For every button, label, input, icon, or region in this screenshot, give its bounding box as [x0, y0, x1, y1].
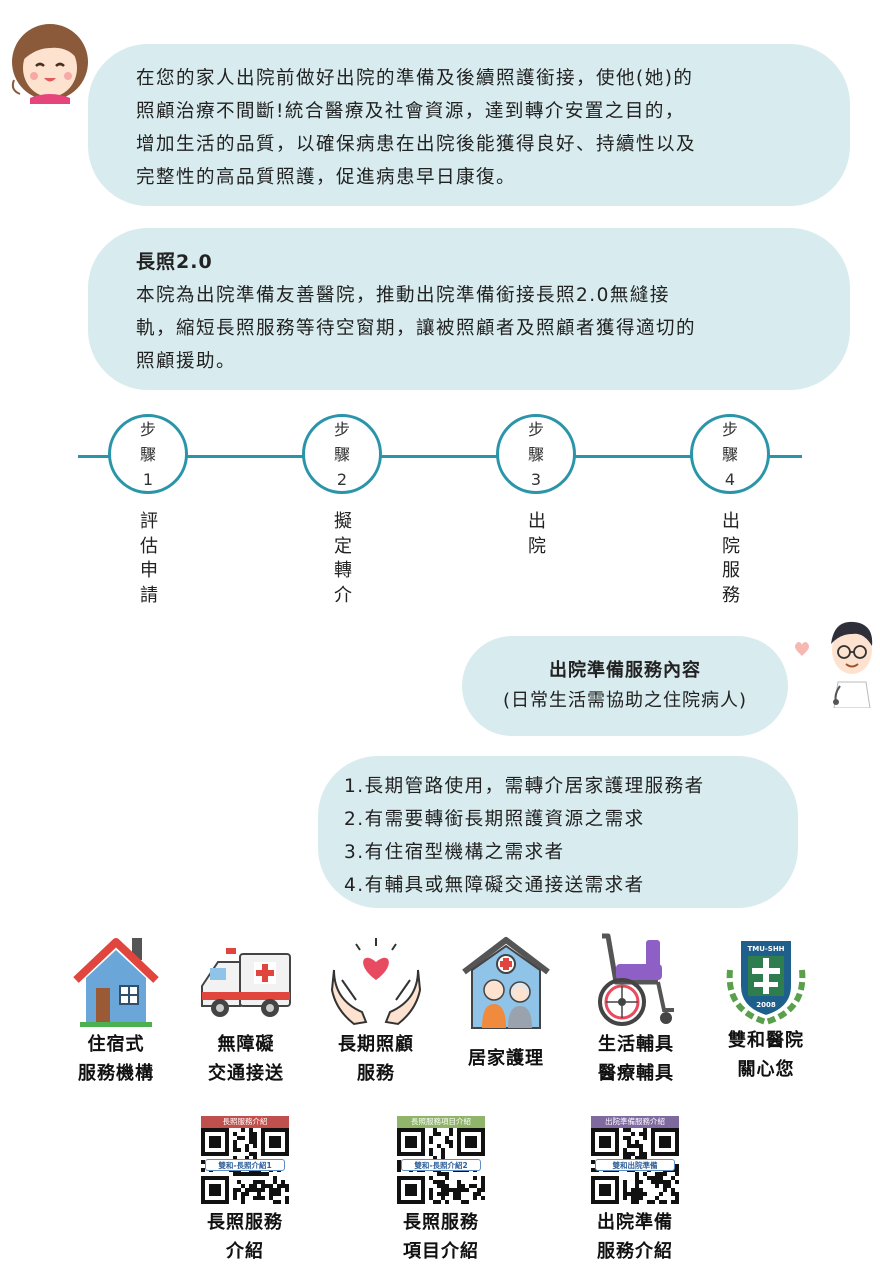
step-word: 驟	[721, 444, 738, 464]
criteria-item: 1.長期管路使用，需轉介居家護理服務者	[344, 776, 705, 797]
step-number: 4	[724, 469, 736, 489]
criteria-item: 4.有輔具或無障礙交通接送需求者	[344, 875, 645, 896]
step-word: 步	[139, 419, 156, 439]
qr-discharge-prep[interactable]: 出院準備服務介紹 雙和出院準備 出院準備 服務介紹	[570, 1116, 700, 1266]
doctor-avatar-icon	[795, 621, 873, 708]
ambulance-icon	[201, 948, 291, 1017]
qr-ltc-items[interactable]: 長照服務項目介紹 雙和-長照介紹2 長照服務 項目介紹	[376, 1116, 506, 1266]
service-label: 雙和醫院	[728, 1030, 804, 1051]
step-number: 1	[142, 469, 154, 489]
hospital-emblem: TMU-SHH 2008 雙和醫院 關心您	[706, 930, 826, 1084]
qr-header: 長照服務介紹	[201, 1116, 289, 1128]
service-assistive-devices: 生活輔具 醫療輔具	[576, 930, 696, 1088]
step-4-label: 出院服務	[722, 511, 740, 606]
step-4-circle: 步 驟 4	[690, 414, 770, 494]
step-number: 3	[530, 469, 542, 489]
step-3-circle: 步 驟 3	[496, 414, 576, 494]
qr-header: 出院準備服務介紹	[591, 1116, 679, 1128]
service-home-nursing: 居家護理	[446, 930, 566, 1073]
qr-label: 長照服務	[207, 1212, 283, 1233]
qr-label: 項目介紹	[403, 1241, 479, 1262]
emblem-top-text: TMU-SHH	[747, 945, 784, 953]
service-transport: 無障礙 交通接送	[186, 930, 306, 1088]
step-number: 2	[336, 469, 348, 489]
service-label: 生活輔具	[598, 1034, 674, 1055]
qr-header: 長照服務項目介紹	[397, 1116, 485, 1128]
service-label: 關心您	[737, 1059, 795, 1080]
nurse-avatar-icon	[11, 24, 88, 104]
qr-band: 雙和-長照介紹1	[205, 1159, 285, 1171]
step-word: 驟	[527, 444, 544, 464]
criteria-bubble: 1.長期管路使用，需轉介居家護理服務者 2.有需要轉銜長期照護資源之需求 3.有…	[318, 756, 798, 908]
service-residential: 住宿式 服務機構	[56, 930, 176, 1088]
service-label: 服務	[357, 1063, 395, 1084]
step-2-circle: 步 驟 2	[302, 414, 382, 494]
step-word: 驟	[333, 444, 350, 464]
emblem-year-text: 2008	[756, 1001, 776, 1009]
qr-code-icon[interactable]: 雙和-長照介紹2	[397, 1128, 485, 1204]
service-content-bubble: 出院準備服務內容 (日常生活需協助之住院病人)	[462, 636, 788, 736]
service-label: 長期照顧	[338, 1034, 414, 1055]
step-1-label: 評估申請	[140, 511, 158, 606]
service-label: 無障礙	[217, 1034, 275, 1055]
qr-code-icon[interactable]: 雙和-長照介紹1	[201, 1128, 289, 1204]
service-label: 居家護理	[468, 1048, 544, 1069]
service-label: 服務機構	[78, 1063, 154, 1084]
service-label: 住宿式	[87, 1034, 145, 1055]
step-word: 步	[333, 419, 350, 439]
service-longterm-care: 長期照顧 服務	[316, 930, 436, 1088]
wheelchair-icon	[598, 933, 674, 1026]
service-content-subtitle: (日常生活需協助之住院病人)	[502, 690, 748, 711]
qr-label: 服務介紹	[597, 1241, 673, 1262]
qr-label: 出院準備	[597, 1212, 673, 1233]
qr-label: 介紹	[226, 1241, 264, 1262]
service-label: 交通接送	[208, 1063, 284, 1084]
step-3-label: 出院	[528, 511, 546, 557]
intro-bubble: 在您的家人出院前做好出院的準備及後續照護銜接，使他(她)的 照顧治療不間斷!統合…	[88, 44, 850, 206]
intro-text: 在您的家人出院前做好出院的準備及後續照護銜接，使他(她)的 照顧治療不間斷!統合…	[136, 68, 697, 188]
criteria-item: 2.有需要轉銜長期照護資源之需求	[344, 809, 645, 830]
step-word: 步	[527, 419, 544, 439]
timeline-line	[78, 455, 802, 458]
service-label: 醫療輔具	[598, 1063, 674, 1084]
caring-hands-heart-icon	[330, 938, 422, 1026]
step-2-label: 擬定轉介	[334, 511, 352, 606]
ltc-text: 本院為出院準備友善醫院，推動出院準備銜接長照2.0無縫接 軌，縮短長照服務等待空…	[136, 285, 697, 372]
qr-label: 長照服務	[403, 1212, 479, 1233]
step-word: 步	[721, 419, 738, 439]
home-nursing-icon	[462, 937, 550, 1029]
qr-code-icon[interactable]: 雙和出院準備	[591, 1128, 679, 1204]
hospital-emblem-icon: TMU-SHH 2008	[726, 939, 806, 1025]
step-1-circle: 步 驟 1	[108, 414, 188, 494]
criteria-item: 3.有住宿型機構之需求者	[344, 842, 565, 863]
qr-band: 雙和-長照介紹2	[401, 1159, 481, 1171]
ltc-title: 長照2.0	[136, 251, 213, 273]
step-word: 驟	[139, 444, 156, 464]
service-content-title: 出院準備服務內容	[549, 660, 701, 681]
qr-ltc-intro[interactable]: 長照服務介紹 雙和-長照介紹1 長照服務 介紹	[180, 1116, 310, 1266]
qr-band: 雙和出院準備	[595, 1159, 675, 1171]
house-icon	[73, 938, 159, 1027]
ltc-bubble: 長照2.0 本院為出院準備友善醫院，推動出院準備銜接長照2.0無縫接 軌，縮短長…	[88, 228, 850, 390]
